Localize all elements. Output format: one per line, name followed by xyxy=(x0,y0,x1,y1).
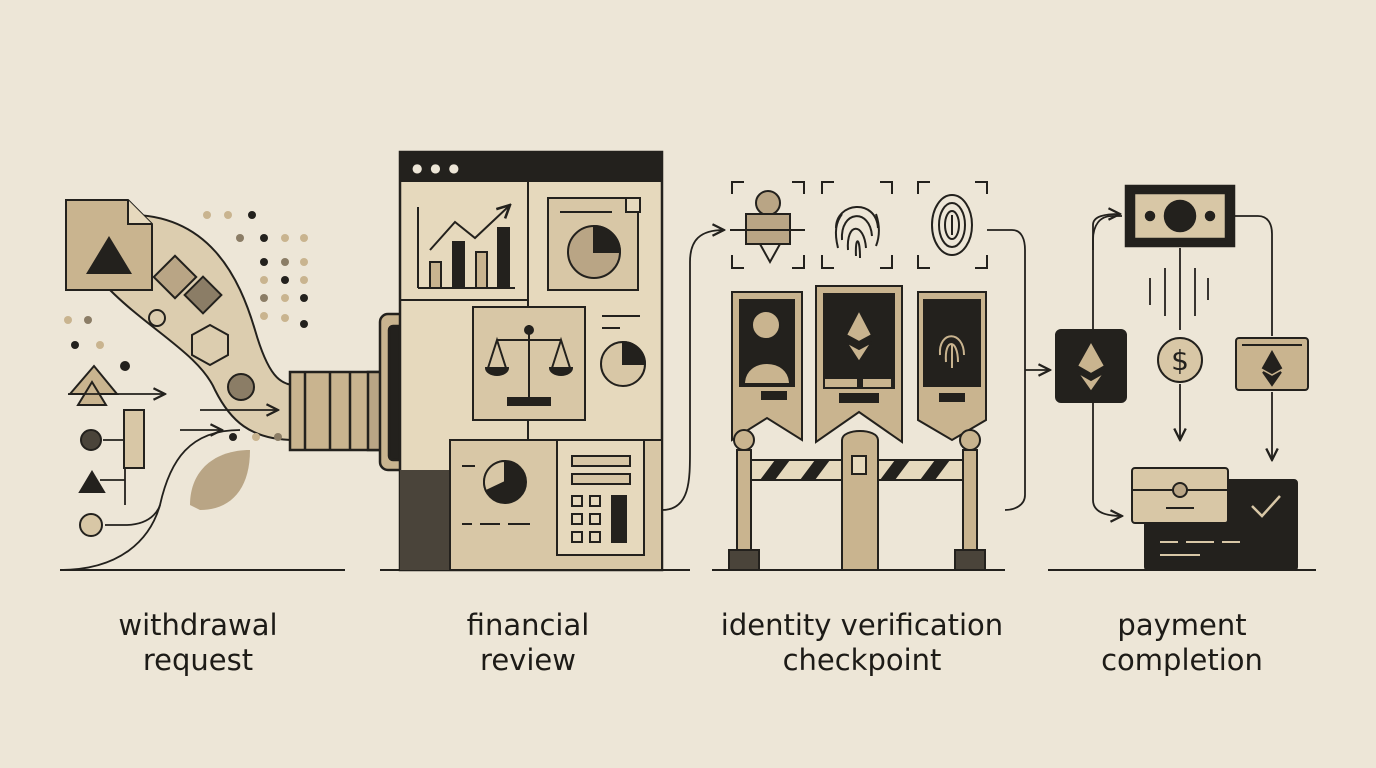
caption-identity-verification-checkpoint: identity verification checkpoint xyxy=(682,608,1042,678)
bar-chart-icon xyxy=(417,205,515,289)
diamond-shapes-icon xyxy=(152,254,223,315)
small-pie-icon xyxy=(600,340,647,387)
fingerprint-icon xyxy=(834,206,880,259)
document-icon xyxy=(65,199,153,291)
caption-line-1: withdrawal xyxy=(118,608,278,642)
hexagon-icon xyxy=(191,323,229,367)
calculator-icon xyxy=(556,439,645,556)
flow-lines xyxy=(1092,214,1272,516)
caption-line-1: identity verification xyxy=(720,608,1004,642)
arrow-to-identity xyxy=(661,230,724,511)
person-icon xyxy=(730,190,805,265)
ethereum-kiosk xyxy=(815,285,903,444)
fingerprint-kiosk xyxy=(917,291,987,442)
caption-withdrawal-request: withdrawal request xyxy=(38,608,358,678)
stage-identity-graphic xyxy=(728,181,1050,571)
scan-frames xyxy=(731,181,988,269)
dots-icon xyxy=(64,211,308,441)
dollar-symbol: $ xyxy=(1171,344,1189,377)
caption-line-2: completion xyxy=(1101,643,1263,677)
browser-dots: ● ● ● xyxy=(412,161,461,175)
caption-payment-completion: payment completion xyxy=(1022,608,1342,678)
caption-line-2: review xyxy=(480,643,576,677)
envelope-icon xyxy=(1131,467,1229,524)
caption-line-2: checkpoint xyxy=(782,643,942,677)
browser-titlebar xyxy=(400,152,662,182)
triangles-icon xyxy=(67,364,120,493)
dollar-coin-icon xyxy=(1157,337,1203,383)
id-card-kiosk xyxy=(731,291,803,442)
stage-withdrawal-graphic xyxy=(59,199,452,571)
caption-line-1: financial xyxy=(466,608,590,642)
arrow-from-frames xyxy=(987,229,1026,511)
caption-financial-review: financial review xyxy=(368,608,688,678)
banknote-icon xyxy=(1124,184,1236,248)
node-box xyxy=(123,409,145,469)
ethereum-badge-icon xyxy=(1055,329,1127,403)
stage-financial-graphic: ● ● ● xyxy=(398,150,724,572)
barrier-icon xyxy=(728,429,986,571)
lower-pie-icon xyxy=(462,459,530,525)
pie-chart-icon xyxy=(547,197,641,291)
wallet-icon xyxy=(1235,337,1309,391)
stage-payment-graphic: $ xyxy=(1055,184,1309,571)
scales-icon xyxy=(472,306,586,421)
caption-line-1: payment xyxy=(1117,608,1247,642)
caption-line-2: request xyxy=(142,643,254,677)
fingerprint-oval-icon xyxy=(931,194,973,256)
